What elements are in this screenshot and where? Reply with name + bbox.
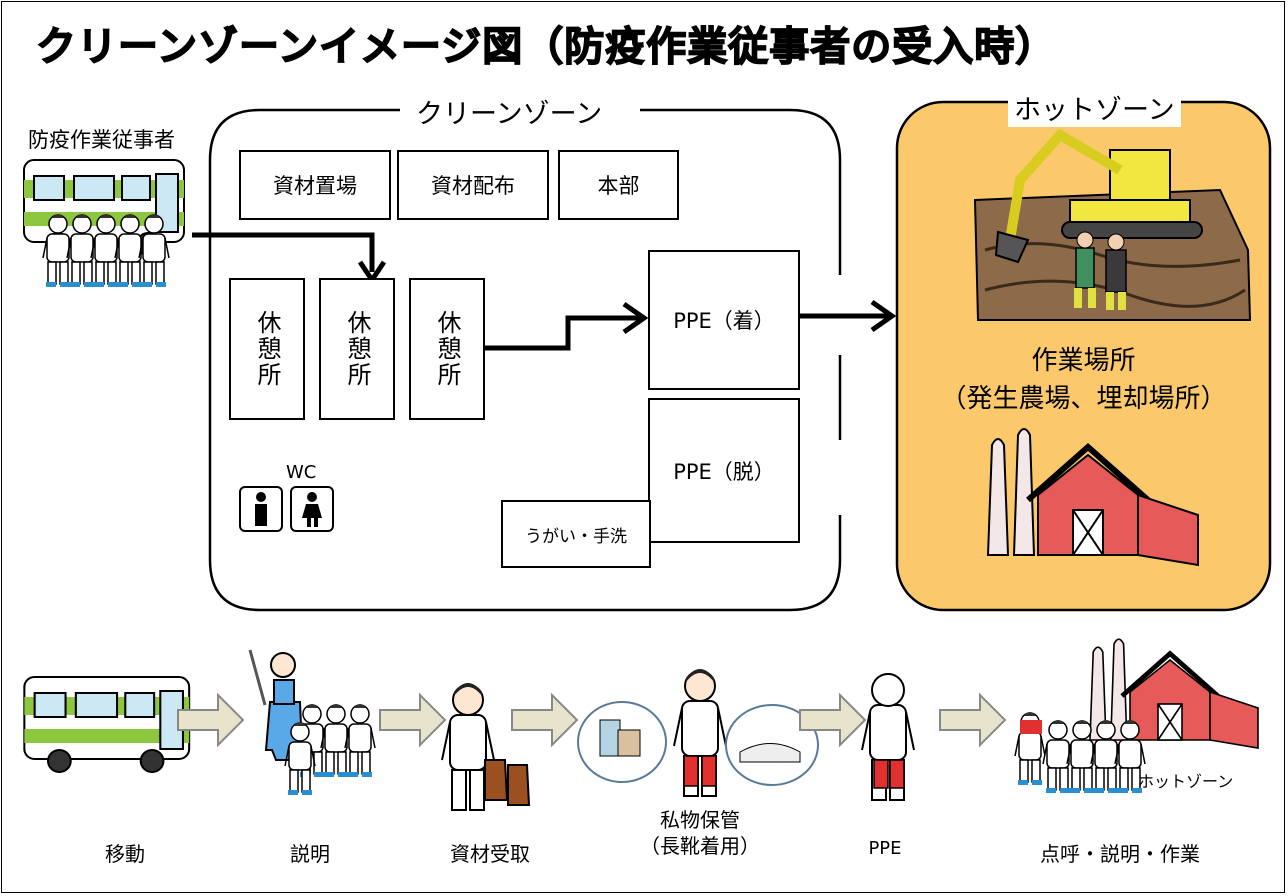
page-title: クリーンゾーンイメージ図（防疫作業従事者の受入時） xyxy=(35,23,1057,71)
ppe-on-box: PPE（着） xyxy=(648,250,800,390)
wc-icon xyxy=(239,486,334,532)
rest-area-box-3: 休憩所 xyxy=(409,278,485,420)
rest-area-box-1: 休憩所 xyxy=(229,278,305,420)
step-label-move: 移動 xyxy=(105,842,145,866)
storage-icon xyxy=(577,668,819,797)
handwash-box: うがい・手洗 xyxy=(501,500,651,568)
step-label-explain: 説明 xyxy=(290,842,330,866)
rest-area-box-2: 休憩所 xyxy=(319,278,395,420)
briefing-icon xyxy=(248,649,376,796)
flow-arrow-3 xyxy=(511,694,578,746)
step-label-storage: 私物保管 xyxy=(660,808,740,832)
bus-step-icon xyxy=(23,675,191,774)
ppe-off-box: PPE（脱） xyxy=(648,398,800,543)
excavator-scene-icon xyxy=(973,128,1252,321)
headquarters-box: 本部 xyxy=(558,150,679,220)
workers-group-icon xyxy=(42,213,170,288)
hot-zone-tag: ホットゾーン xyxy=(1138,772,1234,791)
arrow-to-ppe xyxy=(485,315,640,351)
roll-call-work-icon xyxy=(1014,639,1258,794)
step-label-storage-detail: （長靴着用） xyxy=(640,834,760,858)
wc-label: WC xyxy=(286,462,317,483)
ppe-worker-icon xyxy=(861,672,915,801)
clean-zone-label: クリーンゾーン xyxy=(410,92,609,131)
workers-label: 防疫作業従事者 xyxy=(28,128,175,152)
arrow-to-rest xyxy=(192,232,375,272)
receive-materials-icon xyxy=(441,682,531,811)
step-label-rollcall: 点呼・説明・作業 xyxy=(1040,842,1200,866)
work-site-label: 作業場所 xyxy=(1031,346,1136,376)
hot-zone-label: ホットゾーン xyxy=(1008,88,1181,127)
work-site-detail-label: （発生農場、埋却場所） xyxy=(940,384,1227,414)
materials-distribution-box: 資材配布 xyxy=(397,150,549,220)
clean-zone-outline xyxy=(208,108,842,612)
step-label-receive: 資材受取 xyxy=(450,842,530,866)
materials-storage-box: 資材置場 xyxy=(239,150,391,220)
flow-arrow-2 xyxy=(379,694,446,746)
step-label-ppe: PPE xyxy=(868,838,902,859)
flow-arrow-5 xyxy=(939,694,1006,746)
